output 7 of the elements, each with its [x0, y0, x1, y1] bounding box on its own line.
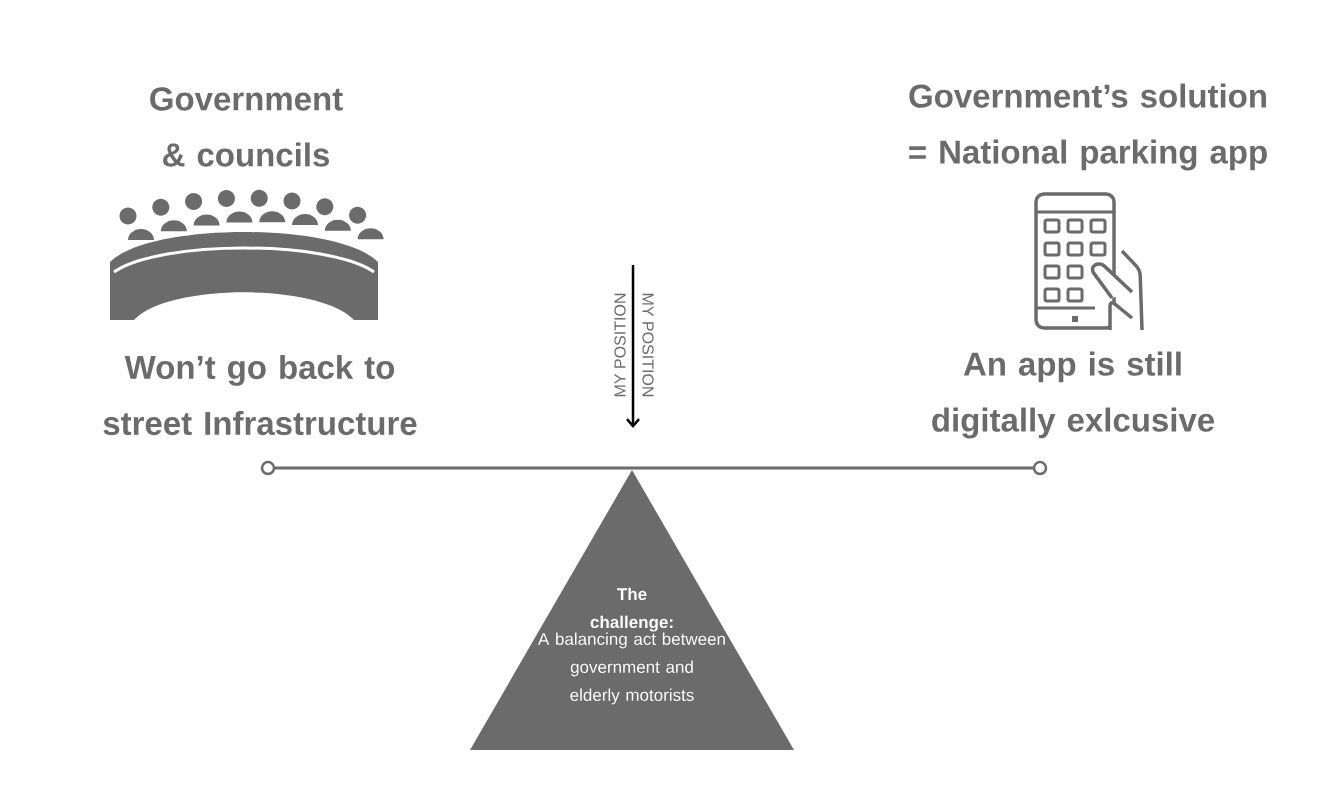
heading-text: Government’s solution = National parking app — [909, 83, 1267, 171]
statement-text: An app is still digitally exlcusive — [932, 351, 1215, 439]
heading-text: Government & councils — [150, 87, 343, 167]
vertical-label: MY POSITION — [642, 293, 654, 397]
triangle-fulcrum: The challenge: A balancing act between government and elderly motorists — [470, 470, 794, 750]
vertical-label: MY POSITION — [614, 293, 626, 397]
statement-text: Won’t go back to street Infrastructure — [103, 354, 417, 436]
